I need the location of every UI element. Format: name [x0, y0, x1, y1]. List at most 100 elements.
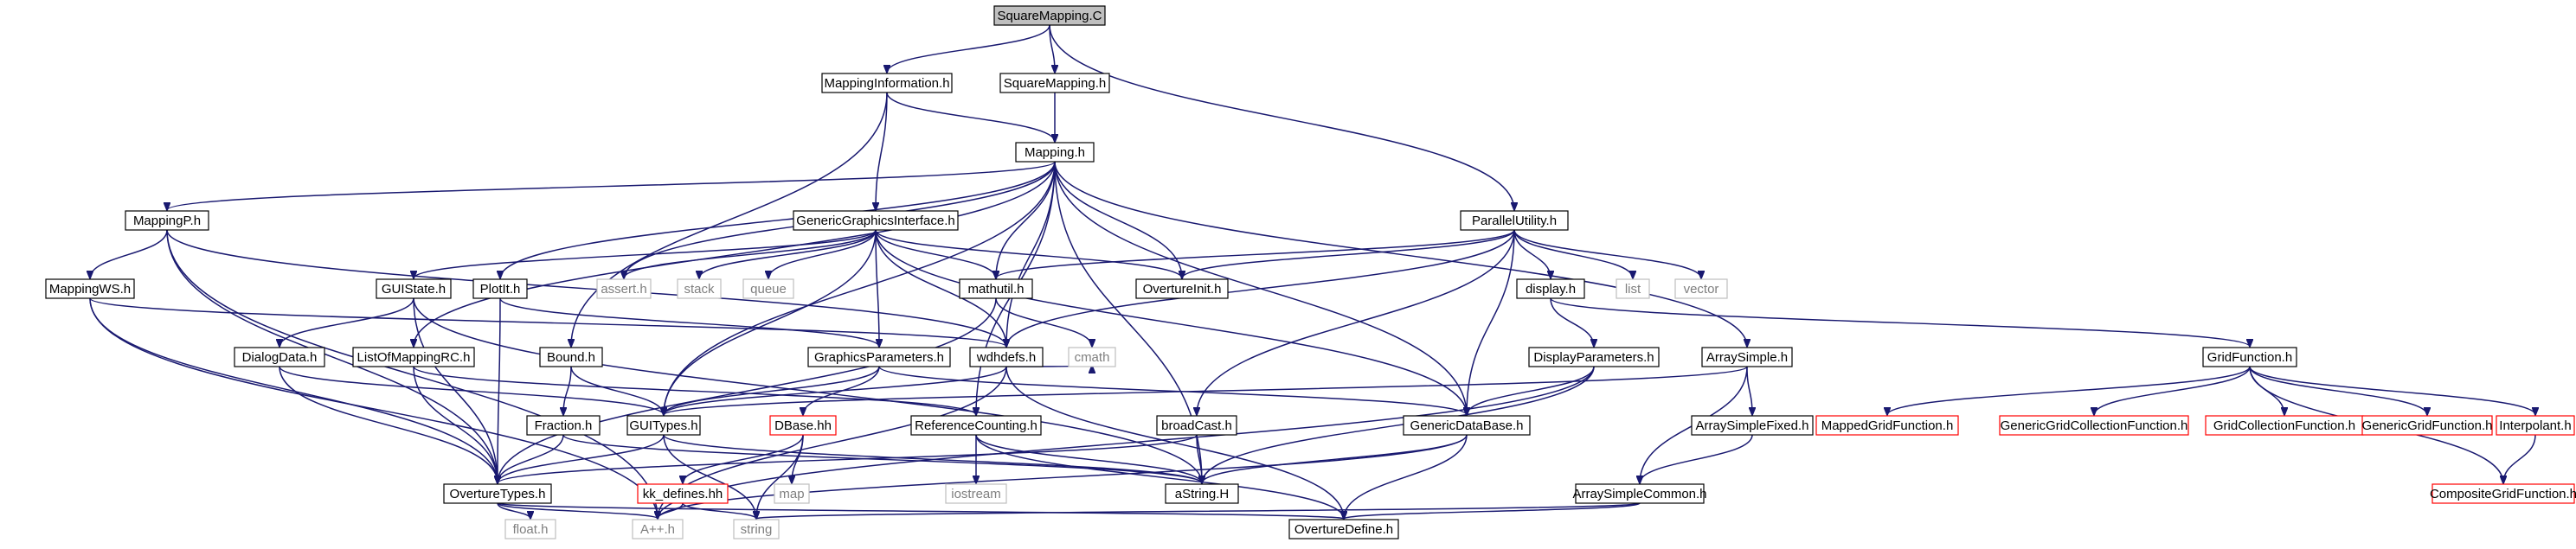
node-mapping-ws-h[interactable]: MappingWS.h	[45, 278, 135, 299]
node-label-array-simple-fixed-h: ArraySimpleFixed.h	[1696, 418, 1809, 433]
node-label-wdhdefs-h: wdhdefs.h	[976, 350, 1036, 365]
node-label-display-parameters-h: DisplayParameters.h	[1533, 350, 1654, 365]
node-generic-grid-function-h[interactable]: GenericGridFunction.h	[2361, 415, 2493, 436]
node-dbase-hh[interactable]: DBase.hh	[769, 415, 837, 436]
node-box-mapping-p-h	[125, 210, 209, 231]
node-fraction-h[interactable]: Fraction.h	[526, 415, 601, 436]
edge-wdhdefs-h-to-guitypes-h	[664, 366, 1007, 415]
node-dialog-data-h[interactable]: DialogData.h	[234, 347, 325, 367]
node-parallel-utility-h[interactable]: ParallelUtility.h	[1460, 210, 1569, 231]
node-box-broad-cast-h	[1156, 415, 1237, 436]
node-reference-counting-h[interactable]: ReferenceCounting.h	[910, 415, 1042, 436]
edge-generic-graphics-interface-h-to-assert-h	[624, 229, 877, 278]
node-square-mapping-h[interactable]: SquareMapping.h	[999, 73, 1110, 93]
node-mapping-p-h[interactable]: MappingP.h	[125, 210, 209, 231]
edge-array-simple-common-h-to-overture-define-h	[1344, 502, 1641, 519]
edge-parallel-utility-h-to-generic-data-base-h	[1467, 229, 1515, 415]
edge-mathutil-h-to-cmath	[995, 297, 1092, 347]
node-box-grid-function-h	[2202, 347, 2297, 367]
node-wdhdefs-h[interactable]: wdhdefs.h	[969, 347, 1044, 367]
node-graphics-parameters-h[interactable]: GraphicsParameters.h	[807, 347, 951, 367]
edge-generic-graphics-interface-h-to-guitypes-h	[664, 229, 877, 415]
edge-parallel-utility-h-to-vector	[1513, 229, 1701, 278]
node-label-float-h: float.h	[513, 522, 549, 537]
node-a-string-h[interactable]: aString.H	[1165, 483, 1239, 504]
edge-parallel-utility-h-to-broad-cast-h	[1197, 229, 1515, 415]
edge-list-of-mapping-rc-h-to-overture-types-h	[413, 366, 498, 483]
node-box-list-of-mapping-rc-h	[352, 347, 475, 367]
edge-kk-defines-hh-to-aplusplus-h	[658, 502, 684, 519]
node-mathutil-h[interactable]: mathutil.h	[959, 278, 1033, 299]
node-box-iostream	[945, 483, 1007, 504]
edge-overture-types-h-to-aplusplus-h	[497, 502, 658, 519]
node-display-h[interactable]: display.h	[1516, 278, 1585, 299]
edge-generic-graphics-interface-h-to-wdhdefs-h	[875, 229, 1006, 347]
node-display-parameters-h[interactable]: DisplayParameters.h	[1528, 347, 1660, 367]
edge-mapping-information-h-to-generic-graphics-interface-h	[876, 92, 888, 210]
node-label-overture-init-h: OvertureInit.h	[1143, 282, 1222, 297]
node-list: list	[1616, 278, 1650, 299]
node-kk-defines-hh[interactable]: kk_defines.hh	[637, 483, 729, 504]
node-box-guitypes-h	[626, 415, 701, 436]
edge-parallel-utility-h-to-wdhdefs-h	[1006, 229, 1515, 347]
edge-mapping-h-to-array-simple-h	[1054, 161, 1747, 347]
node-label-guitypes-h: GUITypes.h	[629, 418, 697, 433]
edge-mapping-h-to-plot-it-h	[500, 161, 1056, 278]
edge-array-simple-common-h-to-string	[756, 502, 1641, 519]
node-box-guistate-h	[376, 278, 452, 299]
node-overture-define-h[interactable]: OvertureDefine.h	[1288, 519, 1399, 539]
node-overture-init-h[interactable]: OvertureInit.h	[1135, 278, 1229, 299]
node-float-h: float.h	[504, 519, 556, 539]
edge-parallel-utility-h-to-mathutil-h	[996, 229, 1515, 278]
edge-dbase-hh-to-kk-defines-hh	[683, 434, 804, 483]
edge-generic-graphics-interface-h-to-graphics-parameters-h	[875, 229, 879, 347]
node-label-mapped-grid-function-h: MappedGridFunction.h	[1821, 418, 1954, 433]
node-overture-types-h[interactable]: OvertureTypes.h	[443, 483, 552, 504]
edge-kk-defines-hh-to-string	[682, 502, 756, 519]
node-vector: vector	[1674, 278, 1728, 299]
node-box-square-mapping-h	[999, 73, 1110, 93]
edge-graphics-parameters-h-to-guitypes-h	[664, 366, 880, 415]
node-box-parallel-utility-h	[1460, 210, 1569, 231]
node-label-display-h: display.h	[1526, 282, 1576, 297]
node-label-map: map	[779, 487, 804, 501]
node-generic-data-base-h[interactable]: GenericDataBase.h	[1403, 415, 1531, 436]
node-mapped-grid-function-h[interactable]: MappedGridFunction.h	[1815, 415, 1959, 436]
node-mapping-h[interactable]: Mapping.h	[1015, 142, 1095, 163]
node-generic-grid-collection-function-h[interactable]: GenericGridCollectionFunction.h	[1999, 415, 2189, 436]
edge-reference-counting-h-to-overture-define-h	[975, 434, 1344, 519]
node-box-mapped-grid-function-h	[1815, 415, 1959, 436]
node-list-of-mapping-rc-h[interactable]: ListOfMappingRC.h	[352, 347, 475, 367]
node-square-mapping-c[interactable]: SquareMapping.C	[993, 5, 1106, 26]
node-generic-graphics-interface-h[interactable]: GenericGraphicsInterface.h	[793, 210, 959, 231]
node-composite-grid-function-h[interactable]: CompositeGridFunction.h	[2430, 483, 2576, 504]
node-box-overture-init-h	[1135, 278, 1229, 299]
node-label-generic-grid-collection-function-h: GenericGridCollectionFunction.h	[2001, 418, 2188, 433]
edge-generic-graphics-interface-h-to-guistate-h	[414, 229, 877, 278]
node-label-graphics-parameters-h: GraphicsParameters.h	[814, 350, 944, 365]
node-interpolant-h[interactable]: Interpolant.h	[2496, 415, 2575, 436]
edge-generic-graphics-interface-h-to-mathutil-h	[875, 229, 996, 278]
node-label-list-of-mapping-rc-h: ListOfMappingRC.h	[357, 350, 471, 365]
node-guistate-h[interactable]: GUIState.h	[376, 278, 452, 299]
edge-dialog-data-h-to-guitypes-h	[279, 366, 664, 415]
edge-mapping-ws-h-to-overture-types-h	[89, 297, 498, 483]
node-label-composite-grid-function-h: CompositeGridFunction.h	[2430, 487, 2576, 501]
node-guitypes-h[interactable]: GUITypes.h	[626, 415, 701, 436]
node-box-mapping-h	[1015, 142, 1095, 163]
node-plot-it-h[interactable]: PlotIt.h	[472, 278, 528, 299]
edge-mapping-h-to-list-of-mapping-rc-h	[414, 161, 1056, 347]
node-array-simple-h[interactable]: ArraySimple.h	[1701, 347, 1793, 367]
node-broad-cast-h[interactable]: broadCast.h	[1156, 415, 1237, 436]
node-box-cmath	[1068, 347, 1116, 367]
node-box-overture-types-h	[443, 483, 552, 504]
node-mapping-information-h[interactable]: MappingInformation.h	[821, 73, 953, 93]
node-bound-h[interactable]: Bound.h	[539, 347, 603, 367]
node-label-cmath: cmath	[1075, 350, 1110, 365]
node-label-mapping-h: Mapping.h	[1025, 145, 1085, 160]
node-array-simple-common-h[interactable]: ArraySimpleCommon.h	[1572, 483, 1707, 504]
node-box-display-parameters-h	[1528, 347, 1660, 367]
node-grid-function-h[interactable]: GridFunction.h	[2202, 347, 2297, 367]
node-array-simple-fixed-h[interactable]: ArraySimpleFixed.h	[1691, 415, 1814, 436]
node-grid-collection-function-h[interactable]: GridCollectionFunction.h	[2205, 415, 2364, 436]
